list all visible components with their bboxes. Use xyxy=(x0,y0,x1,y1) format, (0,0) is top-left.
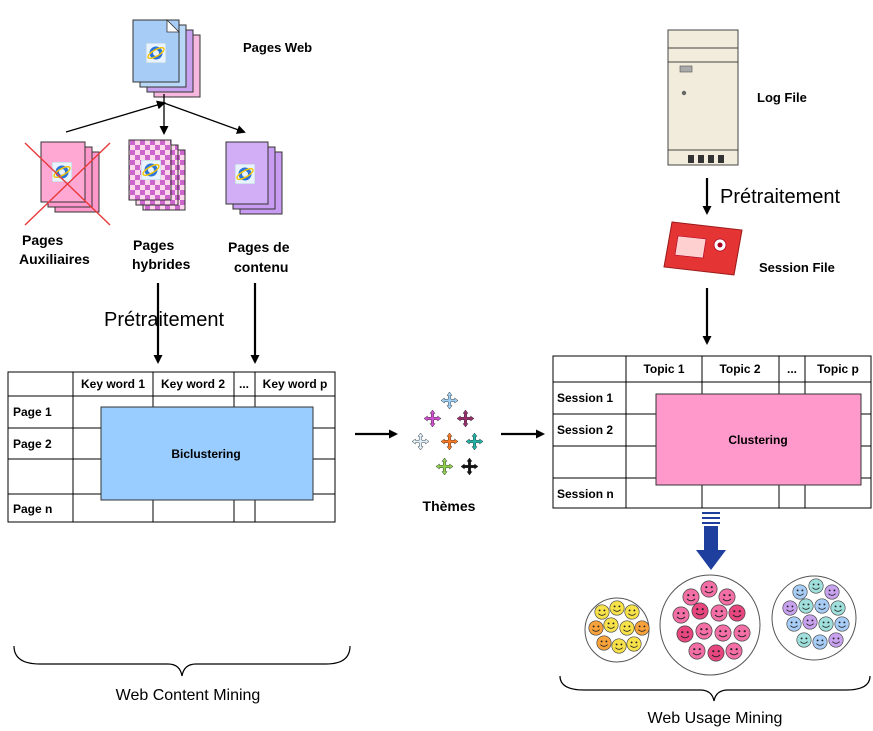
left-header-3: ... xyxy=(239,377,249,391)
right-row-2: Session 2 xyxy=(557,423,613,437)
left-row-3: Page n xyxy=(13,502,52,516)
right-row-3: Session n xyxy=(557,487,614,501)
left-brace xyxy=(13,645,351,677)
right-header-2: Topic 2 xyxy=(719,362,760,376)
pages-cont-line1: Pages de xyxy=(228,239,290,255)
right-header-1: Topic 1 xyxy=(643,362,684,376)
themes-label: Thèmes xyxy=(423,498,476,514)
right-header-3: ... xyxy=(787,362,797,376)
biclustering-label: Biclustering xyxy=(171,447,240,461)
pages-hyb-line1: Pages xyxy=(133,237,174,253)
pages-hybrides-icon xyxy=(128,139,186,211)
left-header-1: Key word 1 xyxy=(81,377,145,391)
pages-aux-line2: Auxiliaires xyxy=(19,251,90,267)
pages-web-label: Pages Web xyxy=(243,40,312,55)
log-file-server-icon xyxy=(667,29,739,166)
pages-contenu-icon xyxy=(225,141,283,215)
session-file-icon xyxy=(663,221,743,276)
session-file-label: Session File xyxy=(759,260,835,275)
blue-down-arrow xyxy=(696,512,726,570)
clustering-block xyxy=(655,393,862,486)
pages-aux-line1: Pages xyxy=(22,232,63,248)
right-row-1: Session 1 xyxy=(557,391,613,405)
left-pretraitement-label: Prétraitement xyxy=(104,309,224,331)
biclustering-block xyxy=(100,406,314,501)
left-header-2: Key word 2 xyxy=(161,377,225,391)
left-row-2: Page 2 xyxy=(13,437,52,451)
cluster-blue xyxy=(771,575,857,661)
pages-auxiliaires-icon xyxy=(24,141,111,226)
themes-icon xyxy=(412,392,483,475)
left-down-arrows xyxy=(153,283,260,364)
log-file-label: Log File xyxy=(757,90,807,105)
cluster-yellow xyxy=(584,597,650,663)
right-header-4: Topic p xyxy=(817,362,859,376)
right-caption: Web Usage Mining xyxy=(648,710,783,727)
branch-arrows xyxy=(65,94,246,135)
left-row-1: Page 1 xyxy=(13,405,52,419)
clustering-label: Clustering xyxy=(728,433,787,447)
right-pretraitement-label: Prétraitement xyxy=(720,186,840,208)
left-header-4: Key word p xyxy=(263,377,328,391)
pages-cont-line2: contenu xyxy=(234,259,288,275)
pages-hyb-line2: hybrides xyxy=(132,256,191,272)
right-brace xyxy=(559,675,871,702)
cluster-pink xyxy=(659,574,761,676)
pages-web-icon xyxy=(132,19,201,98)
left-caption: Web Content Mining xyxy=(116,687,261,704)
